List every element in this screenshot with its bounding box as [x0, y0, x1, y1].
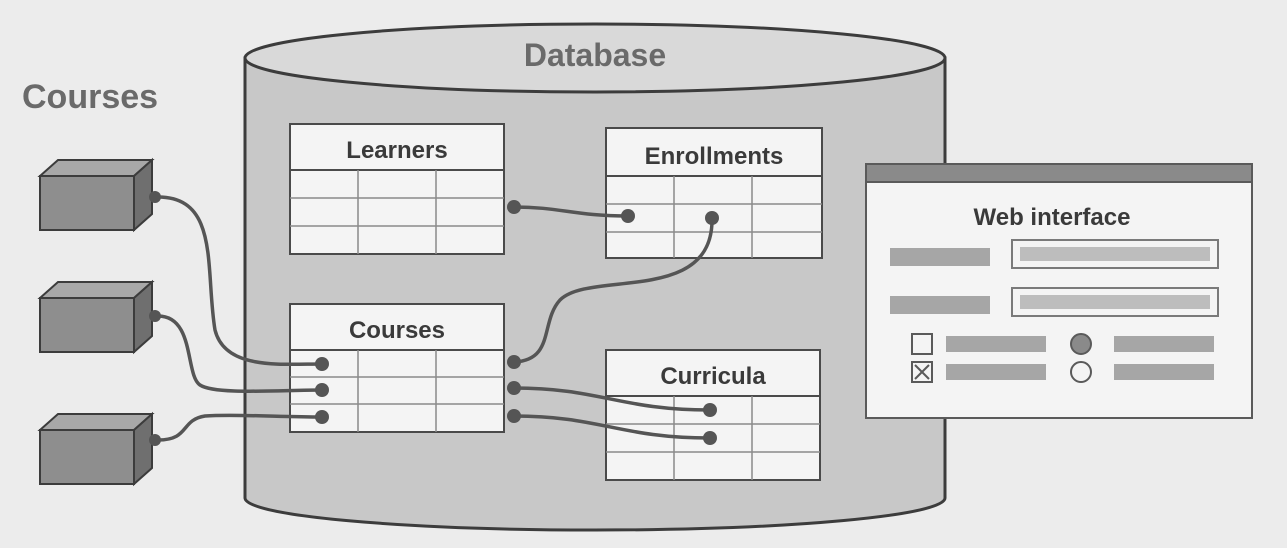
- option-label-placeholder: [1114, 364, 1214, 380]
- database-top: [243, 22, 947, 94]
- course-package-cube-2: [37, 279, 155, 355]
- courses-table: Courses: [289, 303, 505, 433]
- learners-table: Learners: [289, 123, 505, 255]
- connector-dot: [507, 200, 521, 214]
- cube-front-face: [39, 429, 135, 485]
- checkbox-cross-line: [914, 364, 930, 380]
- web-interface-titlebar: [865, 163, 1253, 183]
- connector-dot: [703, 403, 717, 417]
- connector-dots: [149, 191, 719, 446]
- enrollments-table: Enrollments: [605, 127, 823, 259]
- option-label-placeholder: [1114, 336, 1214, 352]
- connector-courses-to-curricula-2: [512, 414, 712, 440]
- learners-table-title: Learners: [346, 137, 447, 164]
- connector-learners-to-enrollments: [512, 205, 630, 218]
- course-package-cube-1: [37, 157, 155, 233]
- form-input-fill: [1020, 247, 1210, 261]
- connector-dot: [705, 211, 719, 225]
- checkbox-checked-icon: [911, 361, 933, 383]
- connector-cube2-to-courses: [156, 314, 324, 393]
- connector-courses-to-curricula-1: [512, 386, 712, 412]
- database-cylinder: Database: [243, 22, 947, 532]
- cube-front-face: [39, 175, 135, 231]
- radio-selected-icon: [1070, 333, 1092, 355]
- curricula-table-title: Curricula: [660, 363, 766, 390]
- course-package-cube-3: [37, 411, 155, 487]
- enrollments-table-title: Enrollments: [645, 143, 784, 170]
- connector-cube1-to-courses: [156, 195, 324, 367]
- connector-dot: [315, 383, 329, 397]
- connector-dot: [507, 381, 521, 395]
- form-input-fill: [1020, 295, 1210, 309]
- connector-dot: [507, 355, 521, 369]
- connector-dot: [149, 191, 161, 203]
- connector-dot: [315, 410, 329, 424]
- option-label-placeholder: [946, 364, 1046, 380]
- connector-dot: [621, 209, 635, 223]
- enrollments-table-frame: [605, 127, 823, 259]
- connector-cube3-to-courses: [156, 413, 324, 442]
- cube-front-face: [39, 297, 135, 353]
- form-label-placeholder: [890, 248, 990, 266]
- web-interface-title: Web interface: [974, 204, 1131, 231]
- connector-dot: [149, 310, 161, 322]
- connector-dot: [315, 357, 329, 371]
- connector-dot: [149, 434, 161, 446]
- web-interface-window: Web interface: [865, 163, 1253, 419]
- checkbox-unchecked-icon: [911, 333, 933, 355]
- courses-table-title: Courses: [349, 317, 445, 344]
- radio-unselected-icon: [1070, 361, 1092, 383]
- option-label-placeholder: [946, 336, 1046, 352]
- connector-enrollments-to-courses: [512, 216, 714, 364]
- connectors: [156, 195, 714, 442]
- learners-table-frame: [289, 123, 505, 255]
- courses-table-frame: [289, 303, 505, 433]
- courses-side-label: Courses: [22, 78, 158, 116]
- database-label: Database: [524, 37, 666, 73]
- form-label-placeholder: [890, 296, 990, 314]
- connector-dot: [703, 431, 717, 445]
- connector-dot: [507, 409, 521, 423]
